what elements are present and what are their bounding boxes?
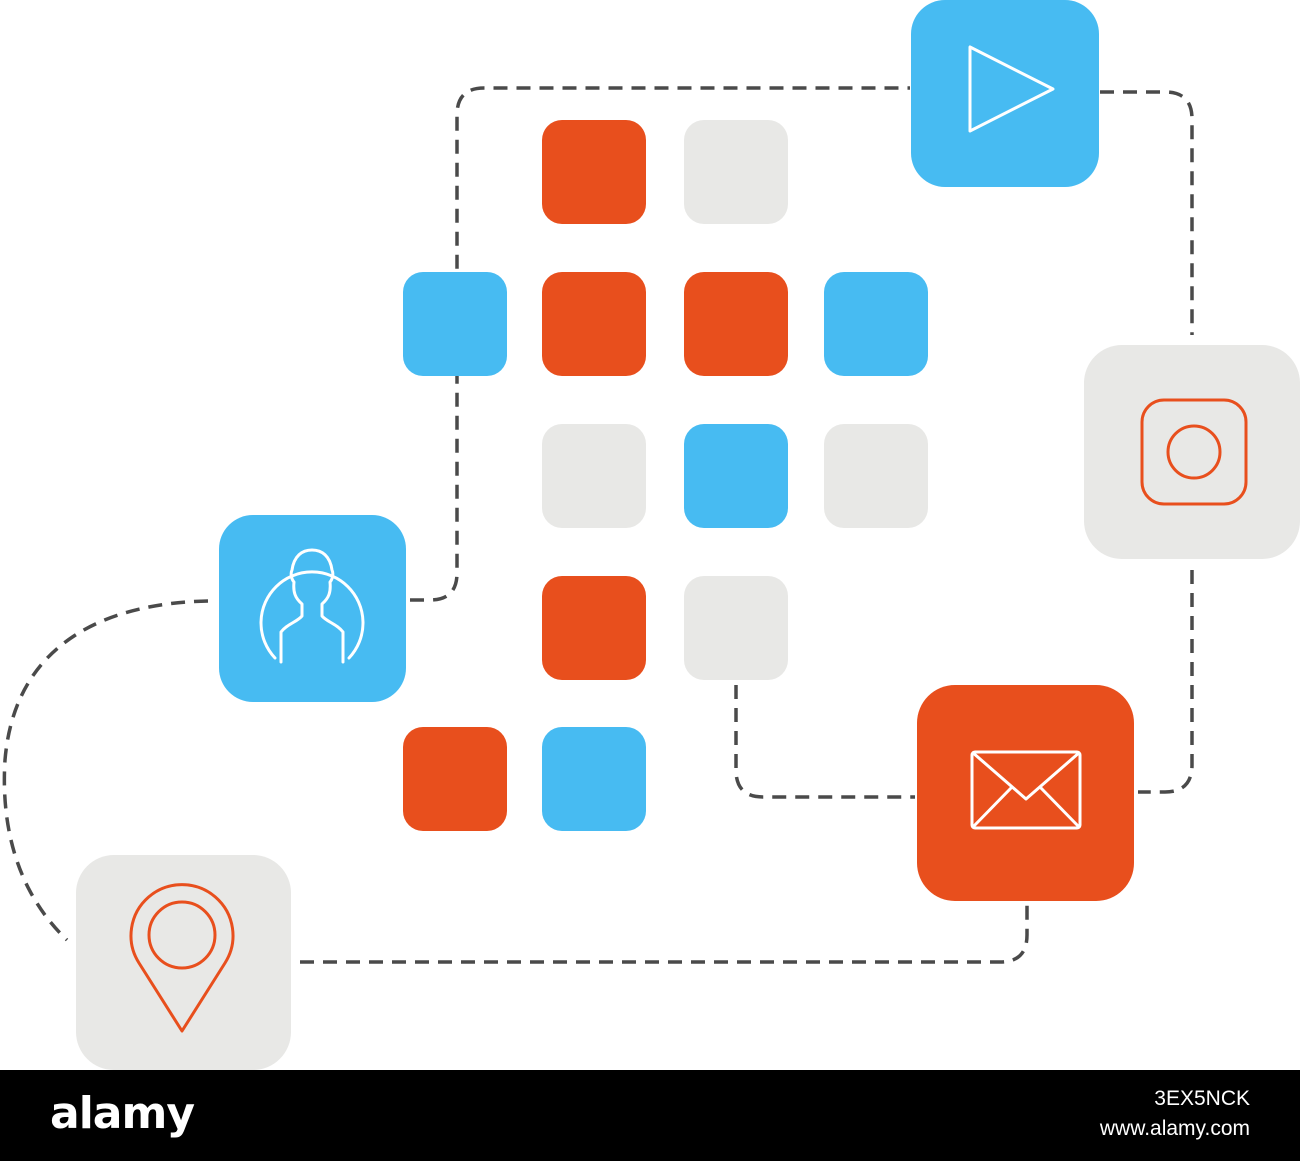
location-pin-icon <box>129 883 235 1033</box>
user-app-tile <box>219 515 406 702</box>
grid-tile-gray <box>824 424 928 528</box>
grid-tile-orange <box>542 272 646 376</box>
location-app[interactable] <box>76 855 291 1070</box>
mail-app[interactable] <box>917 685 1134 901</box>
instagram-app-tile <box>1084 345 1300 559</box>
play-icon <box>968 45 1055 133</box>
grid-tile-orange <box>542 576 646 680</box>
grid-tile-gray <box>684 120 788 224</box>
connector-user-to-play <box>410 86 910 602</box>
user-app[interactable] <box>219 515 406 702</box>
mail-icon <box>970 750 1082 830</box>
footer-bar: alamy 3EX5NCK www.alamy.com <box>0 1070 1300 1161</box>
footer-url: www.alamy.com <box>1099 1117 1250 1140</box>
grid-tile-blue <box>824 272 928 376</box>
play-app[interactable] <box>911 0 1099 187</box>
alamy-logo: alamy <box>50 1088 195 1139</box>
connector-tile-to-mail <box>734 685 915 799</box>
grid-tile-gray <box>684 576 788 680</box>
grid-tile-orange <box>403 727 507 831</box>
grid-tile-gray <box>542 424 646 528</box>
mail-app-tile <box>917 685 1134 901</box>
grid-tile-blue <box>403 272 507 376</box>
grid-tile-orange <box>542 120 646 224</box>
app-network-illustration <box>2 0 1300 1070</box>
connector-play-to-instagram <box>1100 90 1194 335</box>
grid-tile-blue <box>684 424 788 528</box>
instagram-icon <box>1140 398 1248 506</box>
grid-tile-blue <box>542 727 646 831</box>
play-app-tile <box>911 0 1099 187</box>
user-icon <box>259 548 365 664</box>
instagram-app[interactable] <box>1084 345 1300 559</box>
connector-instagram-to-mail <box>1138 570 1194 794</box>
connector-pin-to-mail <box>300 905 1029 964</box>
image-id: 3EX5NCK <box>1154 1087 1250 1110</box>
connector-user-to-pin <box>2 599 209 942</box>
grid-tile-orange <box>684 272 788 376</box>
image-meta: 3EX5NCK www.alamy.com <box>1100 1084 1250 1144</box>
location-app-tile <box>76 855 291 1070</box>
